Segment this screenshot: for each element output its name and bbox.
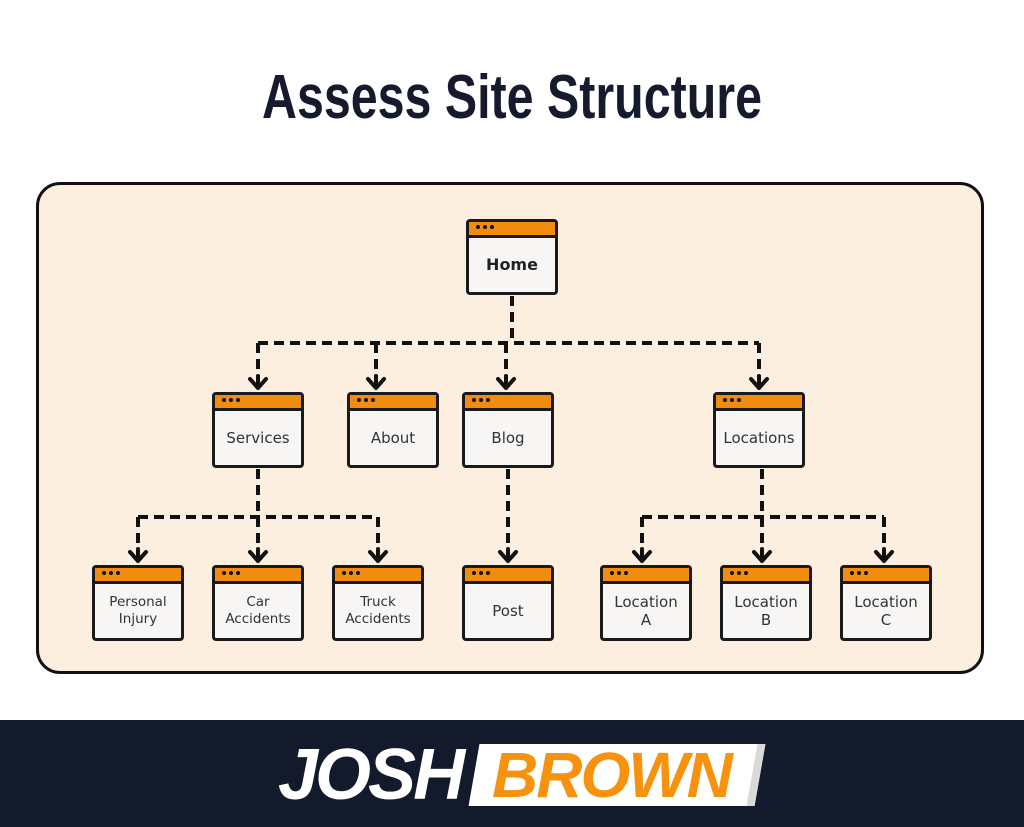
node-locations: Locations [713, 392, 805, 468]
window-dots-icon [730, 571, 748, 575]
window-header [95, 568, 181, 584]
node-home: Home [466, 219, 558, 295]
window-header [465, 568, 551, 584]
window-dots-icon [357, 398, 375, 402]
window-dots-icon [476, 225, 494, 229]
node-services: Services [212, 392, 304, 468]
window-header [723, 568, 809, 584]
window-header [335, 568, 421, 584]
window-header [716, 395, 802, 411]
window-header [215, 568, 301, 584]
page-title: Assess Site Structure [262, 63, 762, 132]
window-dots-icon [222, 398, 240, 402]
window-header [603, 568, 689, 584]
window-header [843, 568, 929, 584]
logo-text-josh: JOSH [278, 735, 465, 815]
node-label: About [370, 429, 416, 447]
window-dots-icon [850, 571, 868, 575]
brand-logo: JOSH BROWN [278, 736, 766, 814]
node-label: Blog [491, 429, 525, 447]
window-dots-icon [472, 398, 490, 402]
node-label: Home [486, 255, 538, 274]
node-label: Locations [723, 429, 795, 447]
window-dots-icon [222, 571, 240, 575]
window-dots-icon [342, 571, 360, 575]
window-dots-icon [472, 571, 490, 575]
window-header [350, 395, 436, 411]
window-dots-icon [610, 571, 628, 575]
window-header [469, 222, 555, 238]
node-about: About [347, 392, 439, 468]
node-post: Post [462, 565, 554, 641]
logo-text-brown: BROWN [492, 739, 733, 811]
node-blog: Blog [462, 392, 554, 468]
window-dots-icon [723, 398, 741, 402]
window-dots-icon [102, 571, 120, 575]
window-header [465, 395, 551, 411]
node-label: Post [492, 602, 524, 620]
window-header [215, 395, 301, 411]
node-label: Services [226, 429, 290, 447]
